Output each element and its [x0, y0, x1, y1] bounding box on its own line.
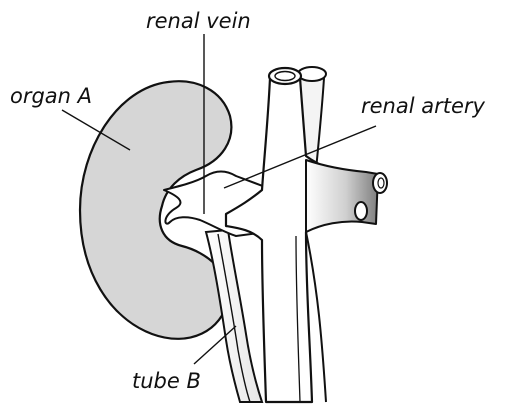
renal-artery-shape	[306, 160, 378, 232]
renal-artery-opening-lower	[355, 202, 367, 220]
renal-vein-label: renal vein	[146, 11, 251, 32]
organ-a-label: organ A	[10, 86, 92, 107]
renal-artery-opening-inner	[378, 178, 384, 188]
vessel-top-opening-inner	[275, 72, 295, 81]
tube-b-label: tube B	[132, 371, 201, 392]
vessel-top-opening-back	[298, 67, 326, 81]
renal-artery-label: renal artery	[361, 96, 485, 117]
